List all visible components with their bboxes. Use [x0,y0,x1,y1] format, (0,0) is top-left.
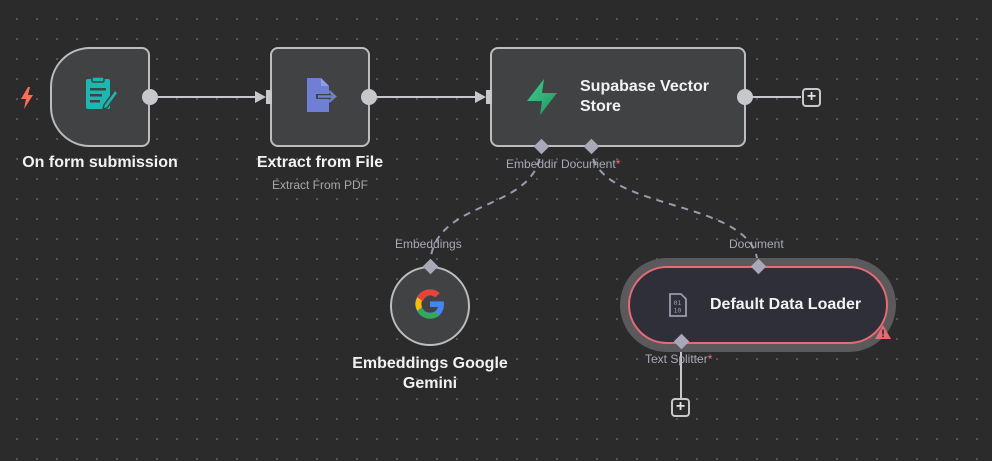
edge-document-dashed [590,145,759,268]
svg-text:01: 01 [674,299,682,307]
node-extract-from-file[interactable] [270,47,370,147]
google-g-icon [414,288,446,325]
gemini-title-line2: Gemini [402,375,458,392]
lightning-bolt-icon [18,86,36,110]
supabase-input-port[interactable] [486,90,492,104]
extract-input-port[interactable] [266,90,272,104]
form-document-icon [80,75,120,120]
extract-output-port[interactable] [361,89,377,105]
supabase-title-line2: Store [580,98,621,115]
binary-file-icon: 01 10 [666,292,690,318]
add-node-button-supabase[interactable]: + [802,88,821,107]
node-on-form-submission[interactable] [50,47,150,147]
supabase-embedding-label: Embeddir [506,157,558,171]
gemini-embeddings-label: Embeddings [395,237,462,251]
extract-node-title: Extract from File [256,154,384,171]
supabase-document-label: Document* [561,157,621,171]
gemini-title-line1: Embeddings Google [352,355,508,372]
supabase-bolt-icon [522,77,562,117]
loader-node-title: Default Data Loader [710,296,862,313]
warning-triangle-icon [874,324,892,340]
add-node-button-text-splitter[interactable]: + [671,398,690,417]
form-output-port[interactable] [142,89,158,105]
node-default-data-loader[interactable]: 01 10 Default Data Loader [628,266,888,344]
supabase-title-line1: Supabase Vector [580,78,709,95]
form-node-title: On form submission [22,154,178,171]
node-embeddings-google-gemini[interactable] [390,266,470,346]
supabase-output-port[interactable] [737,89,753,105]
loader-text-splitter-label: Text Splitter* [645,352,713,366]
gemini-node-title: Embeddings Google Gemini [330,354,530,394]
file-export-icon [300,75,340,120]
node-supabase-vector-store[interactable]: Supabase Vector Store [490,47,746,147]
extract-node-subtitle: Extract From PDF [271,178,368,192]
loader-document-label: Document [729,237,784,251]
svg-text:10: 10 [674,307,682,315]
